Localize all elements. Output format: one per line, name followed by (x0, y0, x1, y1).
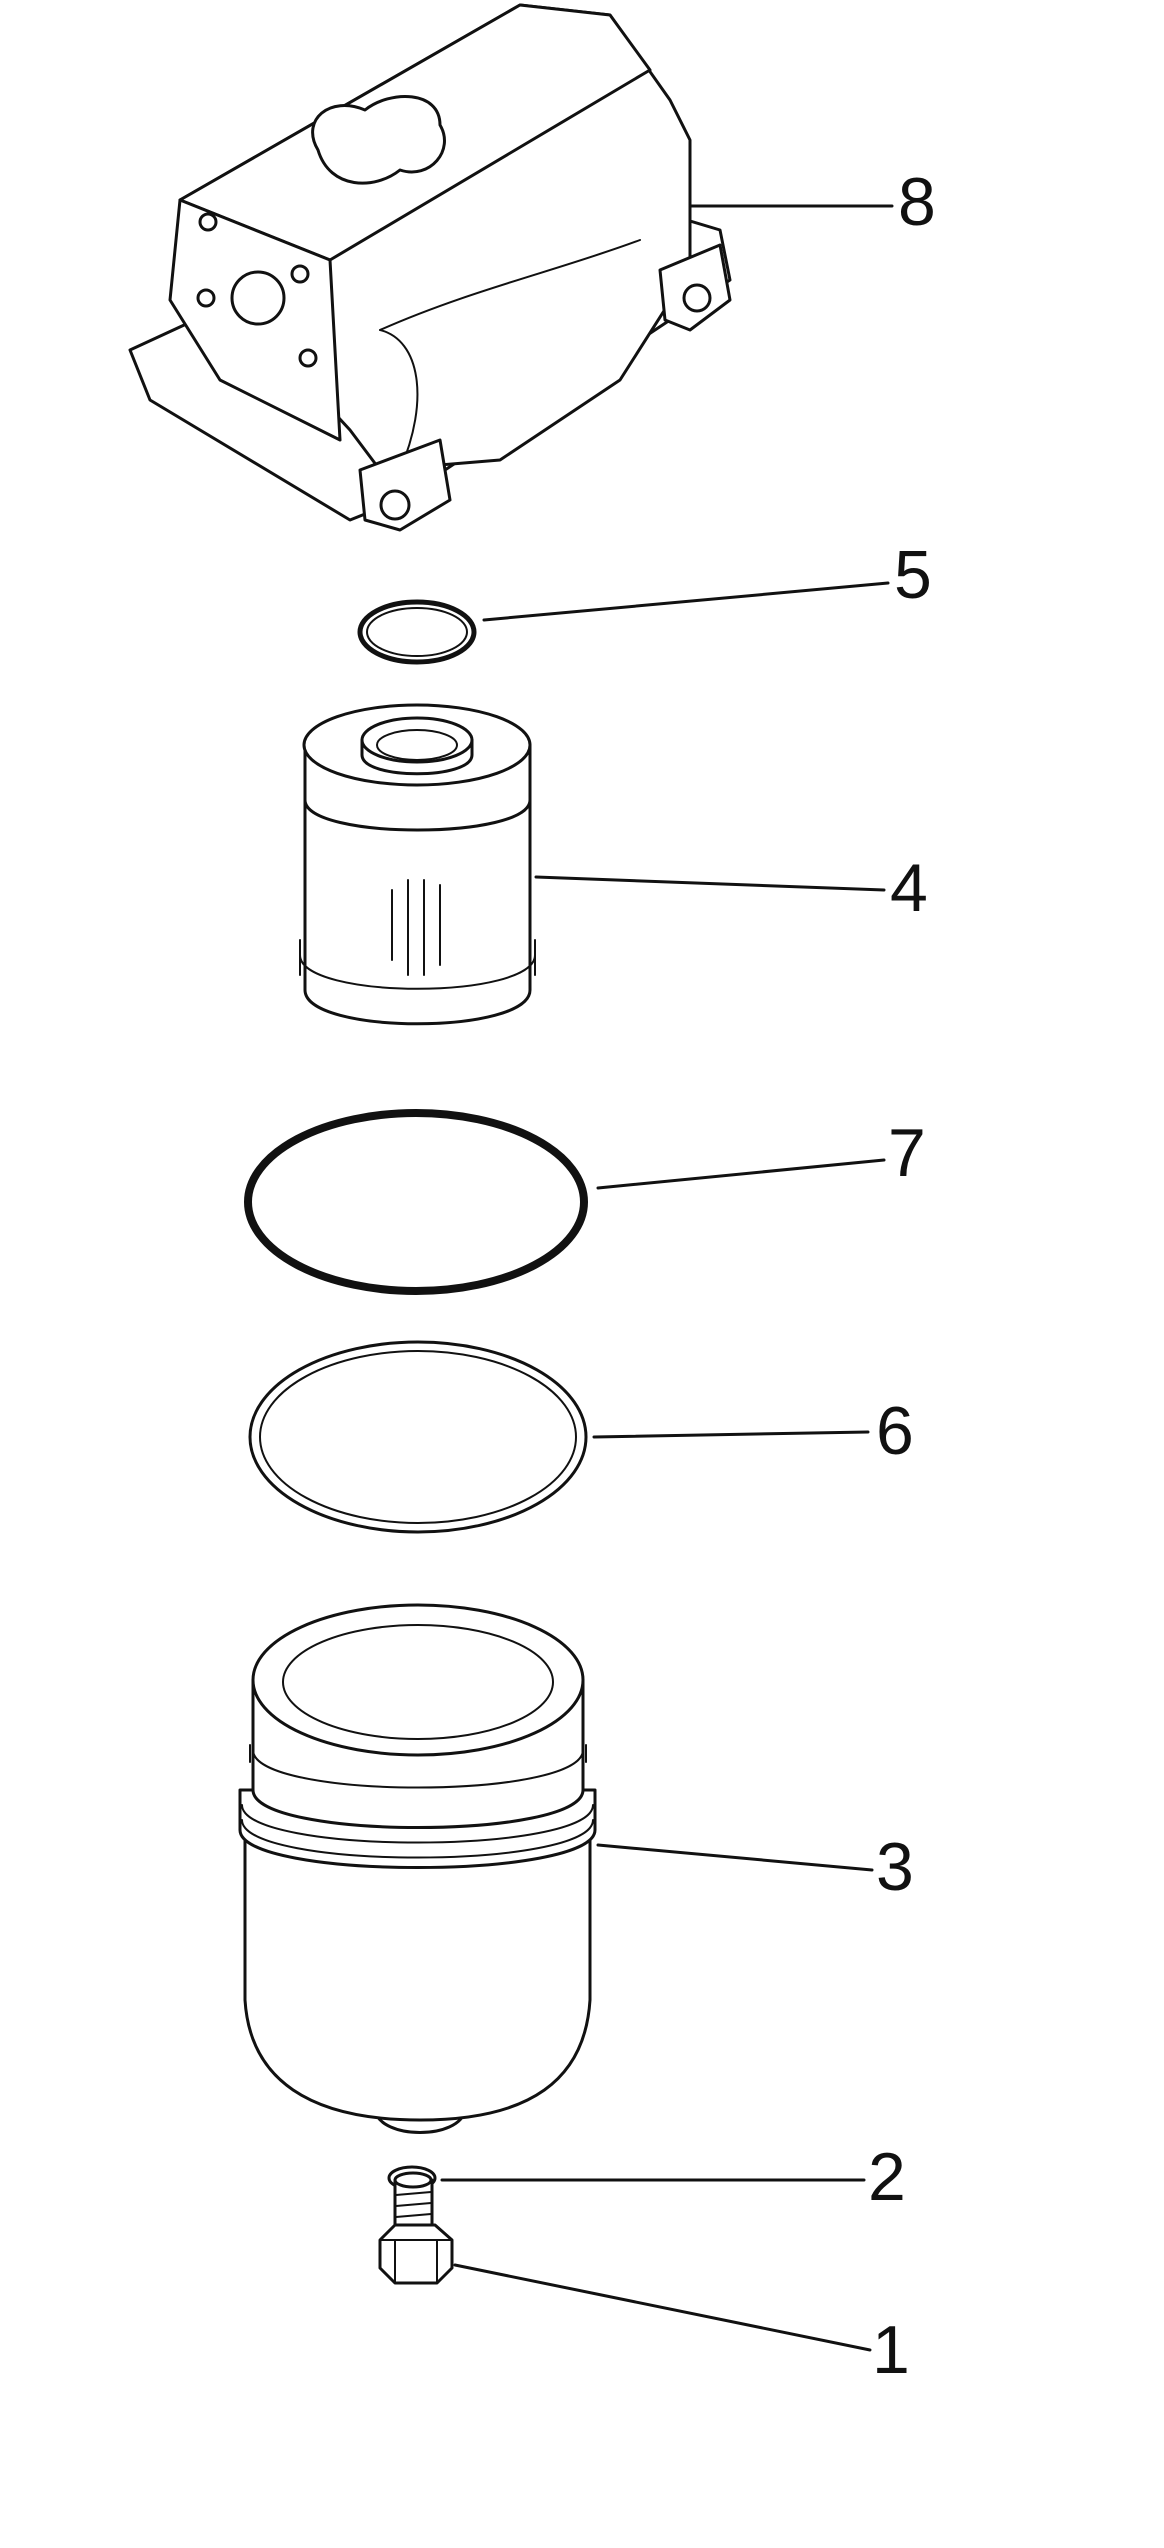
callout-1: 1 (872, 2312, 910, 2388)
callout-3: 3 (876, 1829, 914, 1905)
leader-3 (596, 1843, 874, 1872)
part-1-drain-plug (378, 2171, 454, 2285)
callout-4: 4 (890, 850, 928, 926)
leader-4 (534, 875, 886, 892)
callout-8: 8 (898, 164, 936, 240)
leader-7 (596, 1158, 886, 1190)
callout-7: 7 (888, 1115, 926, 1191)
part-5-small-o-ring (357, 599, 477, 665)
callout-2: 2 (868, 2139, 906, 2215)
callout-5: 5 (894, 537, 932, 613)
leader-1 (453, 2263, 872, 2352)
part-3-filter-bowl (238, 1603, 597, 2134)
leader-5 (482, 581, 890, 622)
part-6-gasket (248, 1340, 588, 1534)
callout-6: 6 (876, 1393, 914, 1469)
part-8-filter-head (128, 3, 732, 532)
leader-6 (592, 1430, 870, 1439)
part-7-large-o-ring (244, 1109, 588, 1295)
part-4-filter-element (299, 703, 536, 1026)
